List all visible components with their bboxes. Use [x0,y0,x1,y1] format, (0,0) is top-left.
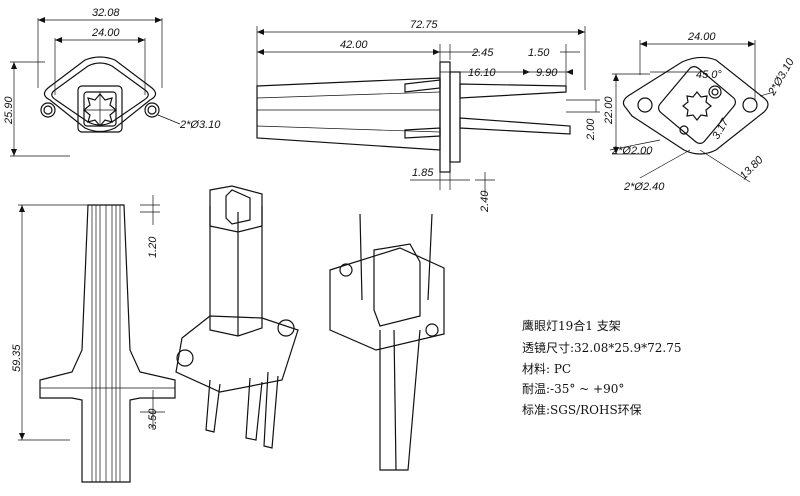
dim-v3-pins2: 2*Ø2.40 [623,181,665,193]
dim-length-72: 72.75 [410,19,438,31]
dim-v4-1-20: 1.20 [147,236,159,258]
dim-height-25: 25.90 [3,96,15,125]
top-view-drawing [10,17,181,157]
dim-v3-13: 13.80 [738,154,767,183]
dim-42: 42.00 [340,39,368,51]
spec-line-standard: 标准:SGS/ROHS环保 [522,403,642,417]
dim-v3-24: 24.00 [687,31,716,43]
dim-holes-v1: 2*Ø3.10 [179,119,221,131]
dim-width-24: 24.00 [91,27,120,39]
section-view-drawing [18,195,176,483]
dim-v3-holes: 2*Ø3.10 [766,56,798,99]
dim-width-32: 32.08 [92,7,120,19]
dim-v3-22: 22.00 [603,96,615,125]
dim-2-00: 2.00 [585,118,597,141]
dim-v4-3-50: 3.50 [147,408,159,430]
dim-1-50: 1.50 [528,47,550,59]
dim-16-10: 16.10 [468,67,496,79]
spec-line-size: 透镜尺寸:32.08*25.9*72.75 [522,340,681,355]
spec-line-material: 材料: PC [522,362,571,376]
dim-v4-59: 59.35 [11,344,23,372]
side-view-drawing [256,26,600,195]
dim-v3-pins1: 2*Ø2.00 [611,145,653,157]
dim-2-40: 2.40 [479,190,491,213]
dim-v3-3-17: 3.17 [710,116,732,141]
isometric-view-front [175,185,299,449]
spec-line-temp: 耐温:-35° ~ +90° [522,382,624,396]
dim-1-85: 1.85 [412,167,434,179]
dim-2-45: 2.45 [471,47,494,59]
dim-v3-angle: 45.0° [696,69,722,81]
dim-9-90: 9.90 [536,67,558,79]
front-view-drawing [609,40,775,183]
isometric-view-rear [329,213,445,471]
spec-line-name: 鹰眼灯19合1 支架 [522,318,621,333]
